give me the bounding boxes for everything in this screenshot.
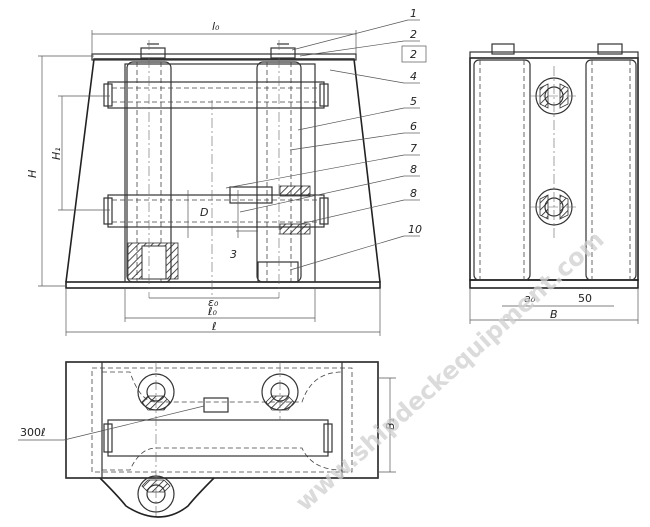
front-bearing-section-top: [279, 185, 311, 197]
dim-side-a0: a₀: [524, 292, 536, 305]
front-bearing-section-bottom: [279, 223, 311, 235]
callout-8a: 8: [410, 163, 417, 176]
dim-overall-height: H: [26, 170, 39, 178]
dim-inner-height: H₁: [50, 147, 63, 160]
front-top-nut-left: [140, 47, 166, 59]
plan-cross-shaft: [107, 419, 329, 457]
front-base-plate: [65, 281, 381, 289]
dim-side-50: 50: [578, 292, 592, 305]
front-housing-outline: [65, 58, 381, 283]
dim-side-B: B: [550, 308, 558, 321]
callout-6: 6: [410, 120, 417, 133]
dim-base-length: ℓ: [211, 320, 217, 333]
side-right-roller: [585, 59, 637, 281]
plan-key-slot: [203, 397, 229, 413]
front-top-plate: [91, 53, 357, 61]
callout-8b: 8: [410, 187, 417, 200]
callouts: 1 2 2 4 5 6 7 8 8 10: [225, 7, 427, 271]
callout-10: 10: [408, 223, 422, 236]
front-upper-shaft: [107, 81, 325, 109]
watermark: www.shipdeckequipment.com: [290, 225, 609, 516]
dim-diameter: D: [200, 206, 208, 219]
front-view: [65, 40, 381, 298]
dim-top-width: l₀: [212, 20, 220, 33]
front-key-slot: [229, 186, 273, 204]
plan-view: [65, 361, 379, 518]
side-dimensions: a₀ 50 B: [469, 288, 639, 324]
side-left-roller: [473, 59, 531, 281]
front-top-nut-right: [270, 47, 296, 59]
callout-2a: 2: [410, 28, 417, 41]
plan-lower-lug: [99, 477, 215, 518]
front-middle-shaft: [107, 194, 325, 228]
dim-small: 3: [230, 248, 237, 261]
callout-5: 5: [410, 95, 417, 108]
plan-dimensions: B₁ 300ℓ: [18, 377, 397, 473]
dim-plan-B1: B₁: [384, 418, 397, 430]
dim-l0-bottom: ℓ₀: [207, 305, 218, 318]
side-base-plate: [469, 279, 639, 289]
dim-e0: ε₀: [208, 296, 219, 309]
side-view: [469, 43, 639, 289]
callout-7: 7: [410, 142, 417, 155]
callout-1: 1: [410, 7, 417, 20]
front-dimensions: l₀ H H₁ D 3 ε₀ ℓ₀ ℓ: [26, 20, 381, 336]
dim-plan-300: 300ℓ: [20, 426, 46, 439]
callout-4: 4: [410, 70, 417, 83]
front-inner-frame: [124, 63, 316, 283]
callout-2b: 2: [410, 48, 417, 61]
